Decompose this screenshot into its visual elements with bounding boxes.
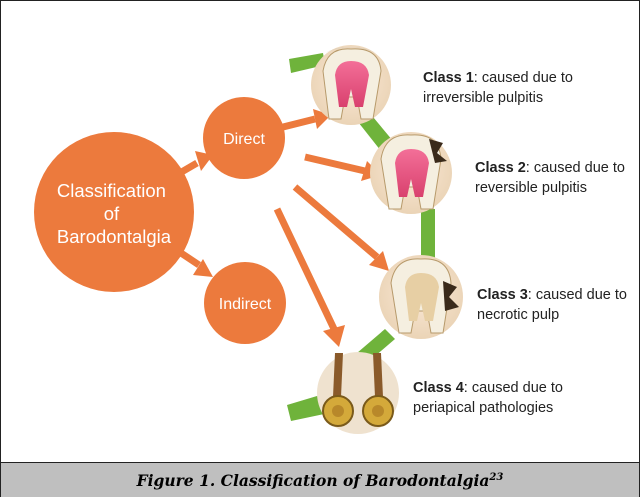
- class-4-line2: periapical pathologies: [413, 400, 553, 416]
- caption-text: Figure 1. Classification of Barodontalgi…: [137, 471, 490, 490]
- class-1-line2: irreversible pulpitis: [423, 90, 543, 106]
- figure-caption: Figure 1. Classification of Barodontalgi…: [137, 471, 504, 490]
- arrow-direct-to-class4: [277, 209, 345, 347]
- arrow-direct-to-class2: [305, 157, 381, 181]
- caption-bar: Figure 1. Classification of Barodontalgi…: [1, 462, 639, 497]
- tooth-image-4: [317, 352, 399, 434]
- class-2-line1: : caused due to: [526, 160, 625, 176]
- caption-reference: 23: [489, 471, 503, 482]
- class-2-line2: reversible pulpitis: [475, 180, 587, 196]
- class-1-line1: : caused due to: [474, 70, 573, 86]
- arrow-root-to-indirect: [181, 253, 213, 277]
- class-labels: Class 1: caused due to irreversible pulp…: [413, 70, 631, 416]
- class-3-text: Class 3: caused due to necrotic pulp: [477, 287, 631, 323]
- class-1-text: Class 1: caused due to irreversible pulp…: [423, 70, 577, 106]
- class-1-title: Class 1: [423, 70, 474, 86]
- root-label-line3: Barodontalgia: [57, 226, 172, 247]
- node-indirect: Indirect: [204, 262, 286, 344]
- tooth-image-2: [370, 132, 452, 214]
- class-3-line2: necrotic pulp: [477, 307, 559, 323]
- class-4-title: Class 4: [413, 380, 464, 396]
- indirect-label: Indirect: [219, 296, 272, 313]
- class-4-line1: : caused due to: [464, 380, 563, 396]
- class-4-text: Class 4: caused due to periapical pathol…: [413, 380, 567, 416]
- class-3-line1: : caused due to: [528, 287, 627, 303]
- classification-diagram: Classification of Barodontalgia Direct I…: [1, 1, 639, 461]
- direct-label: Direct: [223, 131, 265, 148]
- tooth-image-1: [311, 45, 391, 125]
- tooth-image-3: [379, 255, 463, 339]
- arrow-direct-to-class3: [295, 187, 389, 271]
- class-2-title: Class 2: [475, 160, 526, 176]
- root-label-line1: Classification: [57, 180, 166, 201]
- root-label-line2: of: [104, 203, 120, 224]
- node-direct: Direct: [203, 97, 285, 179]
- node-root: Classification of Barodontalgia: [34, 132, 194, 292]
- class-3-title: Class 3: [477, 287, 528, 303]
- class-2-text: Class 2: caused due to reversible pulpit…: [475, 160, 629, 196]
- connector-2-3: [421, 209, 435, 263]
